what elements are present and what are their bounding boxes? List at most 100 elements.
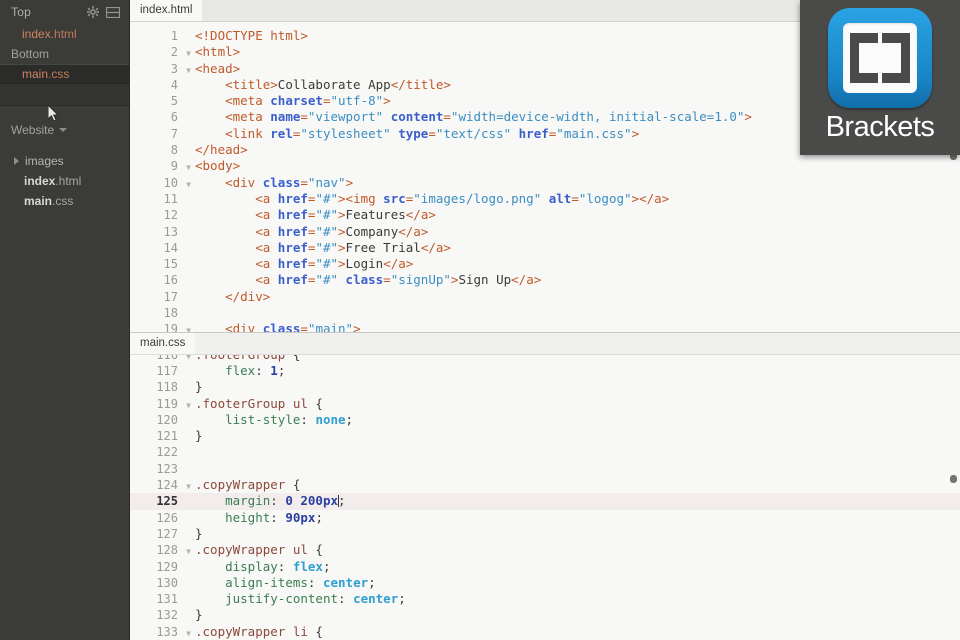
code-line[interactable]: 118} bbox=[130, 379, 960, 395]
code-text: <a href="#">Features</a> bbox=[255, 207, 436, 223]
line-number: 123 bbox=[156, 461, 178, 476]
code-line[interactable]: 15 <a href="#">Login</a> bbox=[130, 256, 960, 272]
code-text: <a href="#">Login</a> bbox=[255, 256, 414, 272]
code-line[interactable]: 129 display: flex; bbox=[130, 559, 960, 575]
fold-triangle-icon[interactable]: ▼ bbox=[186, 400, 191, 410]
code-line[interactable]: 19▼ <div class="main"> bbox=[130, 321, 960, 332]
code-line[interactable]: 4 <title>Collaborate App</title> bbox=[130, 77, 960, 93]
code-line[interactable]: 1<!DOCTYPE html> bbox=[130, 28, 960, 44]
bracket-left-shape bbox=[850, 33, 878, 83]
code-text: .copyWrapper li { bbox=[195, 623, 323, 639]
code-line[interactable]: 125 margin: 0 200px; bbox=[130, 493, 960, 510]
line-number: 14 bbox=[163, 240, 178, 255]
file-extension: .css bbox=[48, 67, 70, 81]
code-line[interactable]: 124▼.copyWrapper { bbox=[130, 477, 960, 493]
line-number: 127 bbox=[156, 526, 178, 541]
gear-icon[interactable] bbox=[85, 4, 101, 20]
code-text: justify-content: center; bbox=[225, 591, 406, 607]
code-text: <a href="#"><img src="images/logo.png" a… bbox=[255, 190, 670, 206]
code-area-css[interactable]: 116▼.footerGroup {117 flex: 1;118}119▼.f… bbox=[130, 355, 960, 640]
line-number: 132 bbox=[156, 608, 178, 623]
tree-file-main-css[interactable]: main.css bbox=[0, 191, 129, 211]
file-extension: .css bbox=[52, 194, 74, 208]
code-line[interactable]: 16 <a href="#" class="signUp">Sign Up</a… bbox=[130, 272, 960, 288]
split-view-icon[interactable] bbox=[105, 4, 121, 20]
line-number: 124 bbox=[156, 478, 178, 493]
fold-triangle-icon[interactable]: ▼ bbox=[186, 163, 191, 173]
file-basename: main bbox=[22, 67, 49, 81]
code-line[interactable]: 12 <a href="#">Features</a> bbox=[130, 207, 960, 223]
tab-bar-bottom: main.css bbox=[130, 333, 960, 355]
line-number: 18 bbox=[163, 306, 178, 321]
code-line[interactable]: 122 bbox=[130, 444, 960, 460]
code-line[interactable]: 121} bbox=[130, 428, 960, 444]
code-line[interactable]: 8</head> bbox=[130, 142, 960, 158]
fold-triangle-icon[interactable]: ▼ bbox=[186, 65, 191, 75]
code-text: } bbox=[195, 428, 203, 444]
code-line[interactable]: 18 bbox=[130, 305, 960, 321]
working-set-top-label: Top bbox=[11, 5, 31, 19]
tree-file-index-html[interactable]: index.html bbox=[0, 171, 129, 191]
line-number: 12 bbox=[163, 208, 178, 223]
fold-triangle-icon[interactable]: ▼ bbox=[186, 326, 191, 332]
code-text: <a href="#" class="signUp">Sign Up</a> bbox=[255, 272, 542, 288]
code-line[interactable]: 117 flex: 1; bbox=[130, 363, 960, 379]
tree-folder-images[interactable]: images bbox=[0, 151, 129, 171]
project-header[interactable]: Website bbox=[0, 116, 129, 143]
code-line[interactable]: 2▼<html> bbox=[130, 44, 960, 60]
line-number: 133 bbox=[156, 624, 178, 639]
code-line[interactable]: 131 justify-content: center; bbox=[130, 591, 960, 607]
fold-triangle-icon[interactable]: ▼ bbox=[186, 547, 191, 557]
vertical-scrollbar-thumb-bottom[interactable] bbox=[950, 475, 957, 483]
code-line[interactable]: 130 align-items: center; bbox=[130, 575, 960, 591]
code-text: <!DOCTYPE html> bbox=[195, 28, 308, 43]
code-line[interactable]: 120 list-style: none; bbox=[130, 412, 960, 428]
code-line[interactable]: 133 ▼ .copyWrapper li { bbox=[130, 624, 960, 640]
working-set-file-index-html[interactable]: index.html bbox=[0, 24, 129, 44]
code-text: <body> bbox=[195, 158, 241, 174]
code-line[interactable]: 7 <link rel="stylesheet" type="text/css"… bbox=[130, 126, 960, 142]
code-line[interactable]: 5 <meta charset="utf-8"> bbox=[130, 93, 960, 109]
fold-triangle-icon[interactable]: ▼ bbox=[186, 179, 191, 189]
tab-main-css[interactable]: main.css bbox=[130, 333, 196, 354]
brackets-logo-overlay: Brackets bbox=[800, 0, 960, 155]
code-line[interactable]: 127} bbox=[130, 526, 960, 542]
fold-triangle-icon[interactable]: ▼ bbox=[186, 355, 191, 361]
fold-triangle-icon[interactable]: ▼ bbox=[186, 482, 191, 492]
line-number: 15 bbox=[163, 257, 178, 272]
code-line[interactable]: 123 bbox=[130, 461, 960, 477]
line-number: 7 bbox=[170, 126, 178, 141]
tab-index-html[interactable]: index.html bbox=[130, 0, 203, 21]
code-line[interactable]: 126 height: 90px; bbox=[130, 510, 960, 526]
code-line[interactable]: 14 <a href="#">Free Trial</a> bbox=[130, 240, 960, 256]
code-text: flex: 1; bbox=[225, 363, 286, 378]
code-line[interactable]: 17 </div> bbox=[130, 289, 960, 305]
line-number: 120 bbox=[156, 412, 178, 427]
line-number: 17 bbox=[163, 289, 178, 304]
chevron-down-icon[interactable] bbox=[59, 128, 68, 132]
line-number: 6 bbox=[170, 110, 178, 125]
code-line[interactable]: 128▼.copyWrapper ul { bbox=[130, 542, 960, 558]
file-basename: index bbox=[24, 174, 56, 188]
working-set-file-main-css[interactable]: main.css bbox=[0, 64, 129, 84]
code-line[interactable]: 3▼<head> bbox=[130, 61, 960, 77]
code-text: } bbox=[195, 379, 203, 395]
file-extension: .html bbox=[50, 27, 77, 41]
code-line[interactable]: 119▼.footerGroup ul { bbox=[130, 396, 960, 412]
code-text: <a href="#">Company</a> bbox=[255, 223, 429, 239]
code-text: .footerGroup { bbox=[195, 355, 960, 363]
code-line[interactable]: 9▼<body> bbox=[130, 158, 960, 174]
code-line[interactable]: 132} bbox=[130, 607, 960, 623]
code-line[interactable]: 116▼.footerGroup { bbox=[130, 355, 960, 363]
code-line[interactable]: 13 <a href="#">Company</a> bbox=[130, 224, 960, 240]
code-line[interactable]: 10▼ <div class="nav"> bbox=[130, 175, 960, 191]
line-number: 2 bbox=[170, 45, 178, 60]
fold-triangle-icon[interactable]: ▼ bbox=[186, 628, 191, 638]
triangle-right-icon[interactable] bbox=[14, 157, 19, 165]
code-line[interactable]: 6 <meta name="viewport" content="width=d… bbox=[130, 109, 960, 125]
file-basename: index bbox=[22, 27, 51, 41]
fold-triangle-icon[interactable]: ▼ bbox=[186, 49, 191, 59]
code-line[interactable]: 11 <a href="#"><img src="images/logo.png… bbox=[130, 191, 960, 207]
code-text: margin: 0 200px; bbox=[225, 493, 346, 509]
